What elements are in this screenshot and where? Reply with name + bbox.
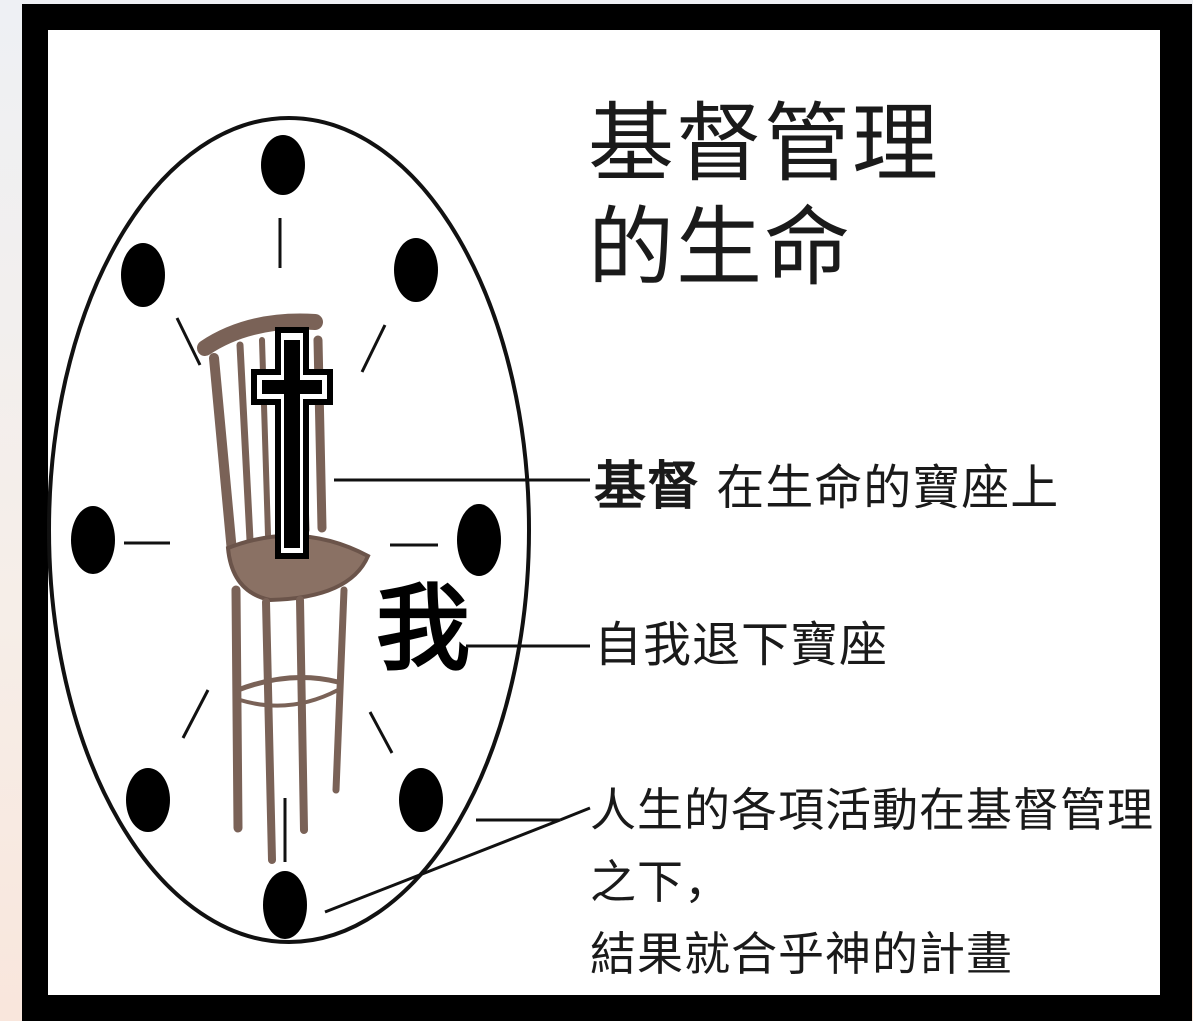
activity-dot-icon	[394, 238, 438, 302]
cross-icon	[251, 327, 333, 559]
activities-caption: 人生的各項活動在基督管理之下， 結果就合乎神的計畫	[590, 783, 1154, 981]
christ-caption-rest: 在生命的寶座上	[700, 460, 1060, 516]
activity-dot-icon	[71, 506, 115, 574]
christ-caption: 基督 在生命的寶座上	[594, 456, 1059, 519]
spoke-lines	[124, 218, 438, 862]
activity-dot-icon	[126, 768, 170, 832]
life-circle	[47, 116, 531, 944]
callout-lines	[324, 478, 591, 914]
diagram-title: 基督管理 的生命	[588, 94, 940, 298]
christ-caption-bold: 基督	[594, 457, 701, 517]
activity-dot-icon	[399, 768, 443, 832]
activity-dot-icon	[261, 135, 305, 195]
activity-dots	[71, 135, 501, 939]
activity-dot-icon	[263, 871, 307, 939]
self-caption: 自我退下寶座	[594, 617, 889, 673]
activity-dot-icon	[121, 243, 165, 307]
self-label: 我	[376, 575, 471, 684]
activity-dot-icon	[457, 504, 501, 576]
